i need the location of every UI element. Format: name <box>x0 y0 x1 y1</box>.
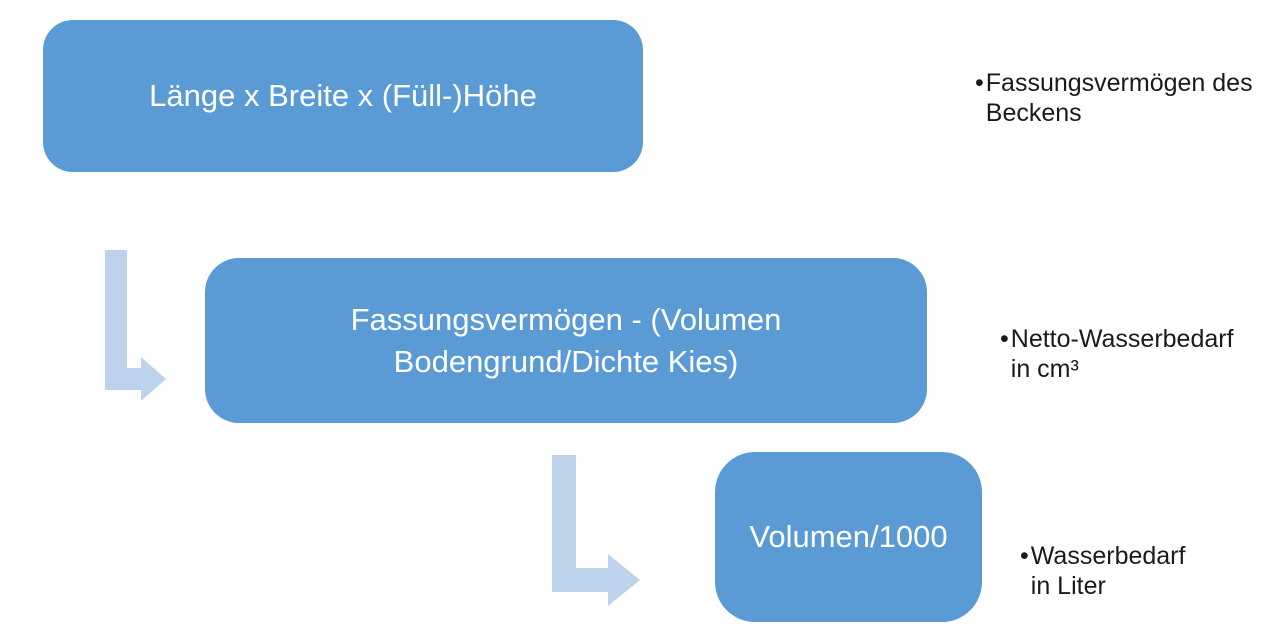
flow-box-liters-formula: Volumen/1000 <box>715 452 982 622</box>
annotation-line: Netto-Wasserbedarf <box>1010 325 1234 353</box>
annotation-line: in Liter <box>1030 572 1106 600</box>
annotation-netto-wasserbedarf: • Netto-Wasserbedarf in cm³ <box>1000 324 1234 384</box>
elbow-arrow-step1-to-step2 <box>105 250 166 401</box>
annotation-line: Wasserbedarf <box>1030 542 1186 570</box>
flow-box-label-line2: Bodengrund/Dichte Kies) <box>393 343 739 379</box>
annotation-line: Fassungsvermögen des <box>985 69 1253 97</box>
flow-box-net-volume-formula: Fassungsvermögen - (Volumen Bodengrund/D… <box>205 258 927 423</box>
annotation-line: in cm³ <box>1010 355 1079 383</box>
elbow-arrow-step2-to-step3 <box>552 455 640 606</box>
annotation-text: Fassungsvermögen des Beckens <box>986 68 1253 128</box>
flow-box-label-line1: Fassungsvermögen - (Volumen <box>350 301 782 337</box>
annotation-text: Netto-Wasserbedarf in cm³ <box>1011 324 1234 384</box>
annotation-fassungsvermoegen: • Fassungsvermögen des Beckens <box>975 68 1253 128</box>
flow-box-volume-formula: Länge x Breite x (Füll-)Höhe <box>43 20 643 172</box>
bullet-icon: • <box>1000 325 1009 353</box>
annotation-line: Beckens <box>985 99 1082 127</box>
bullet-icon: • <box>1020 542 1029 570</box>
flow-box-label: Länge x Breite x (Füll-)Höhe <box>149 78 537 113</box>
bullet-icon: • <box>975 69 984 97</box>
annotation-wasserbedarf: • Wasserbedarf in Liter <box>1020 541 1185 601</box>
annotation-text: Wasserbedarf in Liter <box>1031 541 1186 601</box>
flow-box-label: Volumen/1000 <box>749 519 948 554</box>
